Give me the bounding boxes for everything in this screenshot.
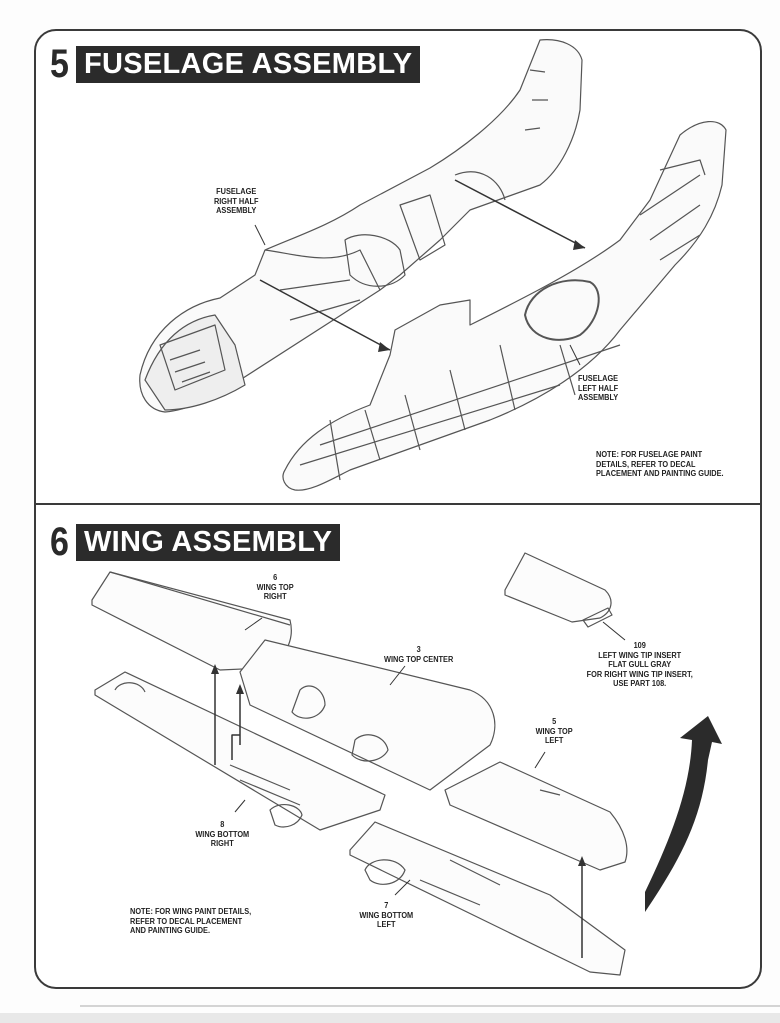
step-6-header: 6 WING ASSEMBLY	[50, 520, 341, 565]
label-line: USE PART 108.	[613, 679, 667, 688]
part-number: 3	[416, 645, 421, 654]
leader-lines	[234, 224, 626, 896]
label-wing-tip-insert: 109 LEFT WING TIP INSERT FLAT GULL GRAY …	[587, 641, 693, 689]
part-number: 5	[552, 717, 557, 726]
page-edge-shadow	[80, 1005, 780, 1007]
label-line: LEFT	[377, 920, 396, 929]
part-number: 6	[273, 573, 278, 582]
label-wing-bottom-right: 8 WING BOTTOM RIGHT	[195, 820, 249, 849]
wing-bottom-left-drawing	[349, 821, 626, 976]
label-line: FUSELAGE	[216, 187, 257, 196]
fuselage-right-half-drawing	[139, 39, 583, 413]
note-line: NOTE: FOR FUSELAGE PAINT	[596, 450, 703, 459]
label-line: RIGHT HALF	[213, 196, 259, 206]
note-line: REFER TO DECAL PLACEMENT	[130, 916, 243, 926]
part-number: 109	[633, 641, 646, 650]
wing-paint-note: NOTE: FOR WING PAINT DETAILS, REFER TO D…	[130, 907, 251, 936]
step-5-header: 5 FUSELAGE ASSEMBLY	[50, 42, 421, 87]
part-number: 7	[384, 901, 389, 910]
wing-top-left-drawing	[444, 761, 628, 871]
step-number: 5	[50, 42, 69, 86]
label-line: FOR RIGHT WING TIP INSERT,	[586, 669, 693, 679]
section-divider	[34, 503, 762, 505]
step-number: 6	[50, 520, 69, 564]
wing-top-center-drawing	[239, 639, 496, 791]
label-line: WING BOTTOM	[195, 829, 250, 839]
viewer-bottom-bar	[0, 1013, 780, 1023]
label-wing-top-center: 3 WING TOP CENTER	[384, 645, 453, 664]
part-number: 8	[220, 820, 225, 829]
label-line: WING BOTTOM	[359, 910, 414, 920]
label-line: FUSELAGE	[578, 374, 619, 383]
label-fuselage-right-half: FUSELAGE RIGHT HALF ASSEMBLY	[214, 187, 259, 216]
assembly-arrows	[214, 179, 586, 958]
fuselage-paint-note: NOTE: FOR FUSELAGE PAINT DETAILS, REFER …	[596, 450, 724, 479]
label-line: WING TOP	[256, 582, 294, 592]
label-line: WING TOP CENTER	[384, 654, 454, 664]
label-line: LEFT HALF	[578, 383, 619, 393]
label-line: ASSEMBLY	[216, 206, 257, 215]
fuselage-left-half-drawing	[282, 121, 727, 491]
label-wing-bottom-left: 7 WING BOTTOM LEFT	[359, 901, 413, 930]
note-line: NOTE: FOR WING PAINT DETAILS,	[130, 907, 252, 916]
label-line: ASSEMBLY	[578, 393, 619, 402]
label-line: LEFT WING TIP INSERT	[598, 650, 682, 660]
step-title: WING ASSEMBLY	[76, 524, 341, 561]
wing-bottom-right-drawing	[94, 671, 386, 831]
label-wing-top-left: 5 WING TOP LEFT	[536, 717, 573, 746]
label-fuselage-left-half: FUSELAGE LEFT HALF ASSEMBLY	[578, 374, 618, 403]
note-line: PLACEMENT AND PAINTING GUIDE.	[596, 469, 724, 478]
label-line: WING TOP	[535, 726, 573, 736]
note-line: DETAILS, REFER TO DECAL	[596, 459, 696, 469]
step-title: FUSELAGE ASSEMBLY	[76, 46, 421, 83]
label-wing-top-right: 6 WING TOP RIGHT	[257, 573, 294, 602]
label-line: FLAT GULL GRAY	[608, 660, 672, 669]
note-line: AND PAINTING GUIDE.	[130, 926, 211, 935]
label-line: LEFT	[544, 736, 564, 745]
label-line: RIGHT	[210, 839, 234, 848]
flip-arrow-icon	[645, 716, 722, 912]
wing-tip-drawing	[504, 552, 613, 628]
label-line: RIGHT	[263, 592, 287, 601]
